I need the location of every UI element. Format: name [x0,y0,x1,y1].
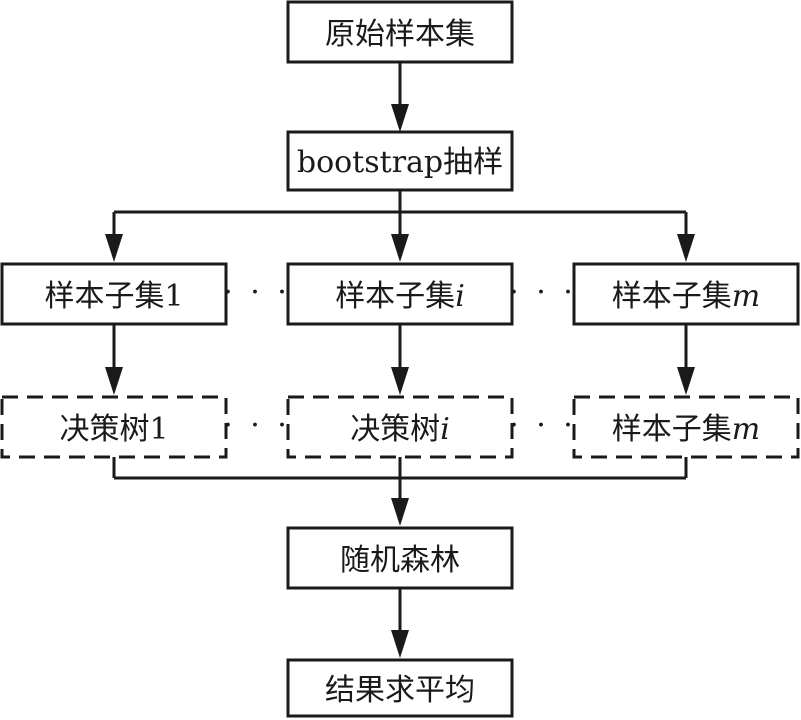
svg-text:样本子集m: 样本子集m [612,279,760,314]
connectors [105,62,695,658]
node-subset-m: 样本子集m [572,262,800,326]
ellipsis-row3-right: · · · [509,275,577,310]
node-subset-m-text: 样本子集 [612,279,732,314]
node-tree-i-text: 决策树 [350,412,440,447]
node-tree-m: 样本子集m [572,395,800,459]
node-bootstrap-label: bootstrap抽样 [297,145,503,180]
node-subset-1-suffix: 1 [164,279,183,314]
node-original-set-label: 原始样本集 [325,17,475,52]
node-subset-i-text: 样本子集 [335,279,455,314]
node-random-forest: 随机森林 [286,526,514,590]
node-subset-m-suffix: m [732,279,760,314]
ellipsis-row4-right: · · · [509,408,577,443]
svg-text:样本子集i: 样本子集i [335,279,465,314]
svg-text:样本子集1: 样本子集1 [44,279,183,314]
node-tree-i-suffix: i [440,412,450,447]
node-tree-1-text: 决策树 [59,412,149,447]
node-tree-m-suffix: m [732,412,760,447]
node-tree-i: 决策树i [286,395,514,459]
node-random-forest-label: 随机森林 [340,543,460,578]
node-subset-1: 样本子集1 [0,262,228,326]
svg-text:决策树i: 决策树i [350,412,450,447]
node-subset-i: 样本子集i [286,262,514,326]
node-original-set: 原始样本集 [286,0,514,64]
node-tree-1-suffix: 1 [149,412,168,447]
node-average: 结果求平均 [286,658,514,718]
node-bootstrap: bootstrap抽样 [286,130,514,192]
node-tree-1: 决策树1 [0,395,228,459]
ellipsis-row3-left: · · · [223,275,291,310]
node-subset-i-suffix: i [455,279,465,314]
node-average-label: 结果求平均 [325,673,475,708]
node-subset-1-text: 样本子集 [44,279,164,314]
node-tree-m-text: 样本子集 [612,412,732,447]
svg-text:决策树1: 决策树1 [59,412,168,447]
ellipsis-row4-left: · · · [223,408,291,443]
svg-text:样本子集m: 样本子集m [612,412,760,447]
